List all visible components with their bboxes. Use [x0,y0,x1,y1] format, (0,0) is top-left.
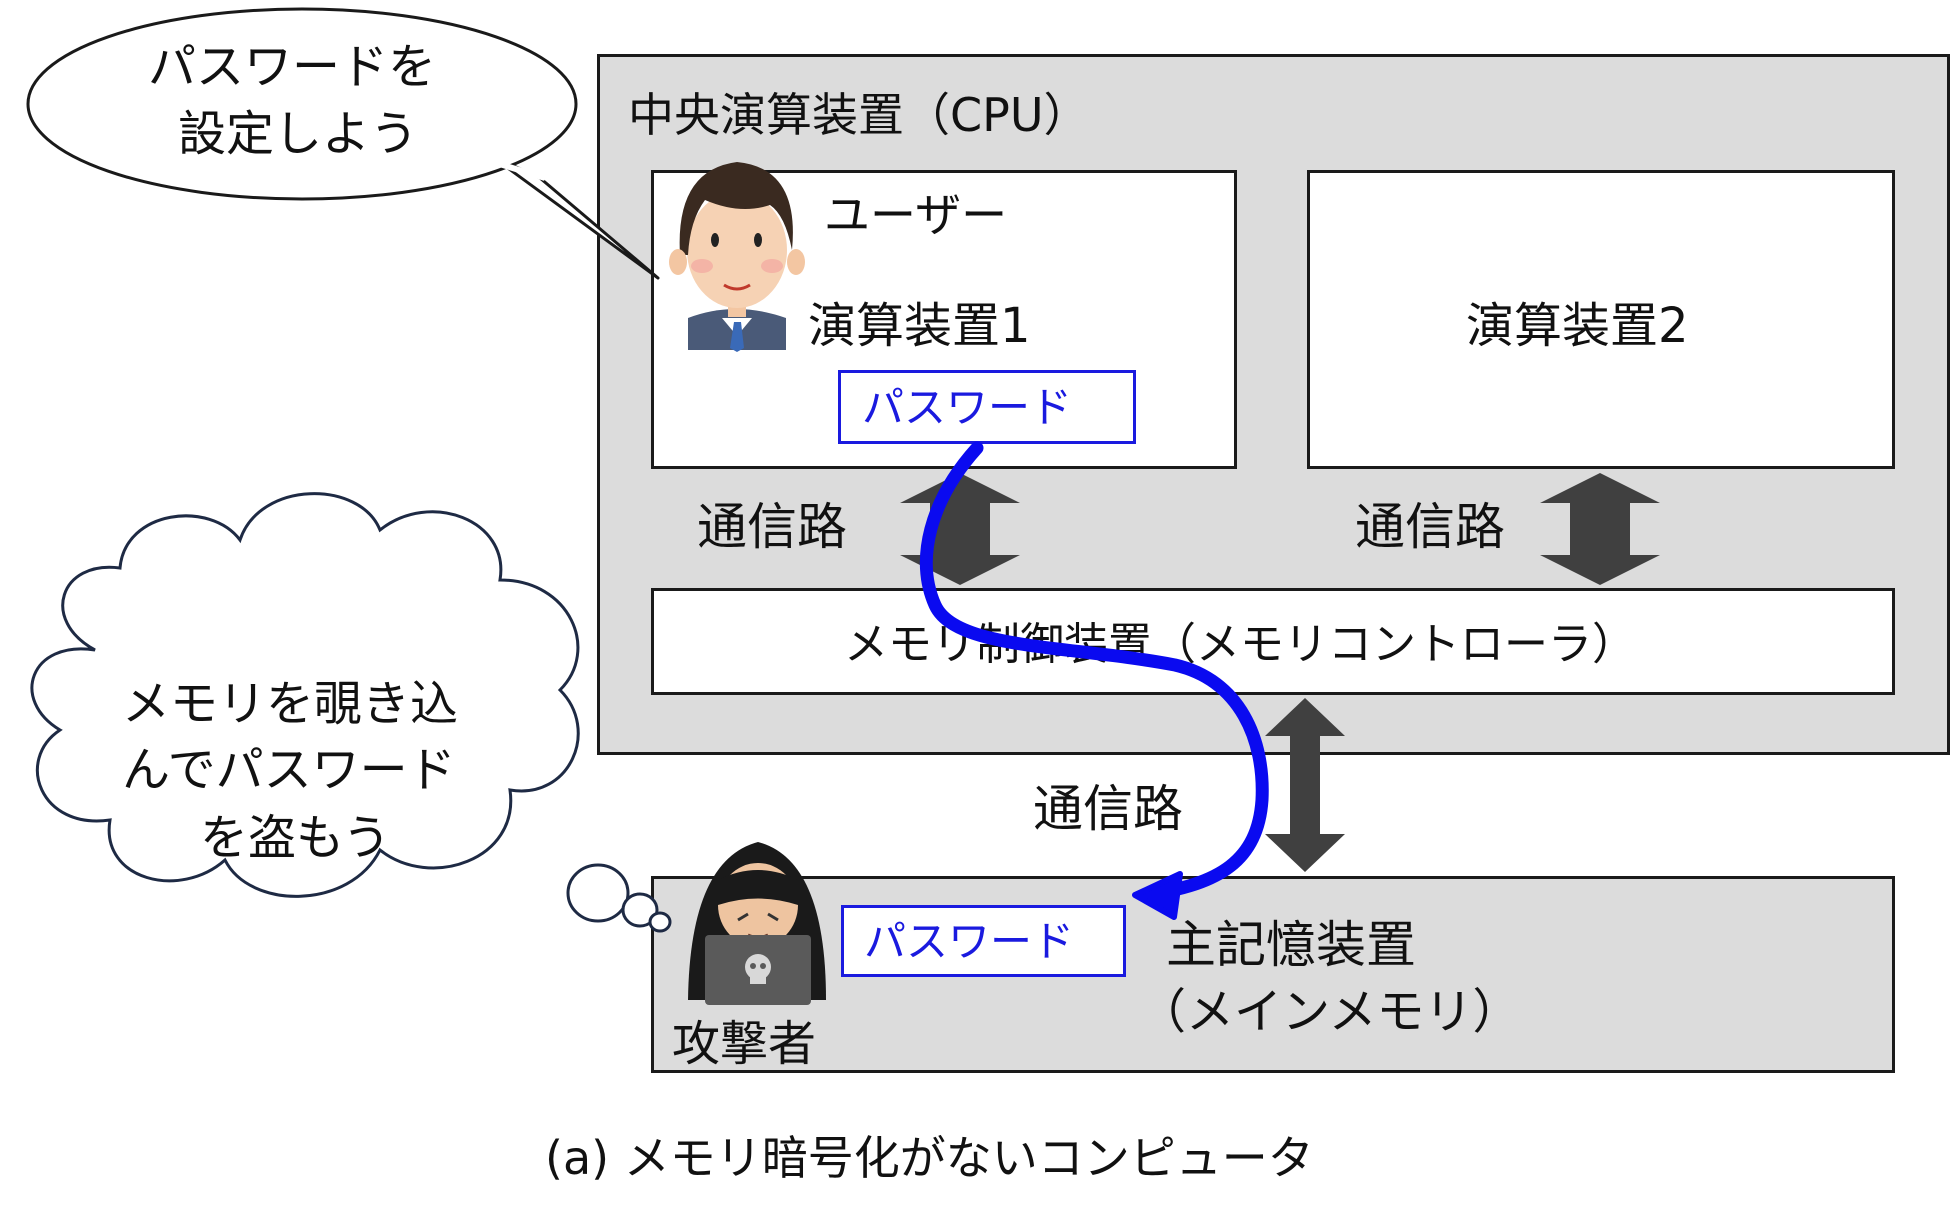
attacker-avatar [688,842,826,1005]
compute-unit-2-label: 演算装置2 [1466,298,1689,354]
password-label-memory: パスワード [864,917,1075,966]
password-box-memory [841,905,1126,977]
password-label-unit1: パスワード [862,383,1073,432]
password-box-unit1 [838,370,1136,444]
user-label: ユーザー [824,188,1008,242]
attacker-label: 攻撃者 [672,1016,817,1072]
bus-label-right: 通信路 [1355,498,1505,556]
cpu-title: 中央演算装置（CPU） [628,88,1090,142]
main-memory-label: 主記憶装置 [1166,916,1416,974]
memory-controller [651,588,1895,695]
main-memory-sublabel: （メインメモリ） [1138,984,1521,1040]
figure-caption: (a) メモリ暗号化がないコンピュータ [545,1131,1314,1185]
compute-unit-2 [1307,170,1895,469]
compute-unit-1-label: 演算装置1 [808,298,1031,354]
bus-arrows [900,473,1660,872]
bus-arrow-left [900,473,1020,585]
attacker-thought-line2: んでパスワード [122,742,456,798]
bus-label-left: 通信路 [697,498,847,556]
user-speech-line2: 設定しよう [178,106,419,162]
bus-label-lower: 通信路 [1033,780,1183,838]
bus-arrow-lower [1265,698,1345,872]
password-flow-arrow [919,441,1269,920]
attacker-thought-line1: メモリを覗き込 [122,676,459,732]
user-speech-line1: パスワードを [148,39,437,95]
user-speech-bubble [26,7,660,280]
bus-arrow-right [1540,473,1660,585]
attacker-thought-line3: を盗もう [200,810,391,866]
user-avatar [669,162,805,352]
attacker-thought-cloud [30,492,672,933]
